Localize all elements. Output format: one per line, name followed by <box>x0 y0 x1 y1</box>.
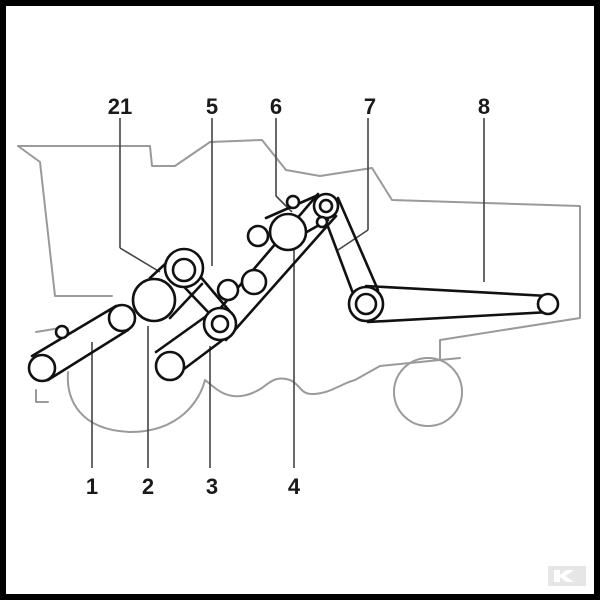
pulleys <box>27 192 560 383</box>
rear-wheel <box>393 357 463 427</box>
belt-1 <box>30 304 130 382</box>
pulley-6-small <box>246 224 270 248</box>
body-outline <box>17 139 581 361</box>
pulley-idler-mid <box>240 268 268 296</box>
label-7: 7 <box>364 94 376 119</box>
pulley-6-top <box>285 194 301 210</box>
pulley-top-idler <box>315 215 329 229</box>
label-21: 21 <box>108 94 132 119</box>
pulley-1-front <box>27 353 57 383</box>
label-1: 1 <box>86 474 98 499</box>
leader-21-diag <box>119 247 161 273</box>
pulley-idler-small <box>54 324 70 340</box>
pulley-5-idler <box>216 278 240 302</box>
label-5: 5 <box>206 94 218 119</box>
label-4: 4 <box>288 474 301 499</box>
pulley-1-rear <box>107 303 137 333</box>
combine-outline <box>17 139 581 433</box>
label-6: 6 <box>270 94 282 119</box>
pulley-8-end <box>536 292 560 316</box>
leader-6-diag <box>275 195 293 213</box>
pulley-3-inner <box>210 314 230 334</box>
label-3: 3 <box>206 474 218 499</box>
hood-outline <box>17 145 113 297</box>
labels: 21 5 6 7 8 1 2 3 4 <box>86 94 490 499</box>
label-8: 8 <box>478 94 490 119</box>
underside-outline <box>66 357 461 433</box>
pulley-7-inner <box>354 292 378 316</box>
pulley-2-drum <box>131 277 177 323</box>
label-2: 2 <box>142 474 154 499</box>
pulley-21-inner <box>171 257 197 283</box>
pulley-3-lower <box>154 350 186 382</box>
pulley-top-inner <box>318 198 334 214</box>
leader-7-diag <box>337 229 369 251</box>
leader-lines <box>91 118 485 468</box>
k-logo-icon <box>548 566 586 586</box>
belt-8 <box>364 284 552 324</box>
pulley-6-main <box>268 212 308 252</box>
